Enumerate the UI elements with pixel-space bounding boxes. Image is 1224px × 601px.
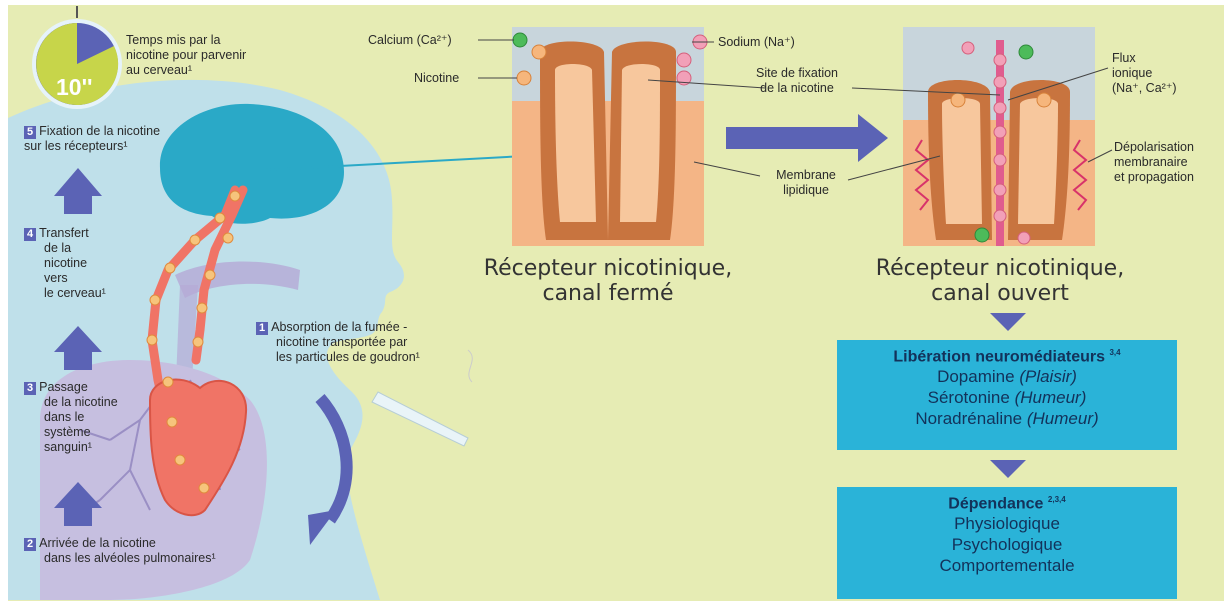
step-text: de la [24, 241, 134, 256]
step-number-badge: 2 [24, 538, 36, 551]
label-sodium: Sodium (Na⁺) [718, 35, 795, 50]
caption-line: Récepteur nicotinique, [470, 256, 746, 281]
caption-line: Récepteur nicotinique, [862, 256, 1138, 281]
dependence-type: Psychologique [837, 534, 1177, 555]
dependence-type: Physiologique [837, 513, 1177, 534]
label-line: Dépolarisation [1114, 140, 1224, 155]
step-number-badge: 4 [24, 228, 36, 241]
label-calcium: Calcium (Ca²⁺) [368, 33, 452, 48]
step-number-badge: 3 [24, 382, 36, 395]
box-title: Dépendance [948, 495, 1043, 512]
step-text: les particules de goudron¹ [256, 350, 486, 365]
caption-line: canal ouvert [862, 281, 1138, 306]
box-title-ref: 3,4 [1109, 348, 1120, 357]
label-line: Site de fixation [742, 66, 852, 81]
label-nicotine: Nicotine [414, 71, 459, 86]
step-text: dans le [24, 410, 164, 425]
step-text: Absorption de la fumée - [271, 320, 407, 334]
step-text: système [24, 425, 164, 440]
step-text: dans les alvéoles pulmonaires¹ [24, 551, 304, 566]
label-line: lipidique [766, 183, 846, 198]
label-line: Membrane [766, 168, 846, 183]
caption-closed-channel: Récepteur nicotinique, canal fermé [470, 256, 746, 306]
step-text: Arrivée de la nicotine [39, 536, 156, 550]
clock-caption-line: au cerveau¹ [126, 63, 306, 78]
step-text: de la nicotine [24, 395, 164, 410]
dependence-type: Comportementale [837, 555, 1177, 576]
receptor-closed [512, 27, 707, 246]
label-line: membranaire [1114, 155, 1224, 170]
label-depolarisation: Dépolarisation membranaire et propagatio… [1114, 140, 1224, 185]
clock-value: 10'' [56, 74, 93, 101]
label-ion-flux: Flux ionique (Na⁺, Ca²⁺) [1112, 51, 1202, 96]
dependence-box: Dépendance 2,3,4 Physiologique Psycholog… [837, 487, 1177, 599]
label-line: ionique [1112, 66, 1202, 81]
label-line: Flux [1112, 51, 1202, 66]
label-line: et propagation [1114, 170, 1224, 185]
step-text: Transfert [39, 226, 89, 240]
step-text: nicotine transportée par [256, 335, 486, 350]
neurotransmitter-name: Sérotonine [928, 388, 1010, 407]
label-line: (Na⁺, Ca²⁺) [1112, 81, 1202, 96]
neurotransmitter-name: Noradrénaline [915, 409, 1022, 428]
label-membrane: Membrane lipidique [766, 168, 846, 198]
step-number-badge: 5 [24, 126, 36, 139]
label-line: de la nicotine [742, 81, 852, 96]
step-text: Fixation de la nicotine [39, 124, 160, 138]
clock-caption-line: nicotine pour parvenir [126, 48, 306, 63]
step-text: Passage [39, 380, 88, 394]
neurotransmitter-effect: (Plaisir) [1019, 367, 1077, 386]
caption-line: canal fermé [470, 281, 746, 306]
step-text: sur les récepteurs¹ [24, 139, 224, 154]
neurotransmitter-release-box: Libération neuromédiateurs 3,4 Dopamine … [837, 340, 1177, 450]
caption-open-channel: Récepteur nicotinique, canal ouvert [862, 256, 1138, 306]
neurotransmitter-effect: (Humeur) [1015, 388, 1087, 407]
box-title: Libération neuromédiateurs [893, 348, 1105, 365]
neurotransmitter-name: Dopamine [937, 367, 1015, 386]
step-text: sanguin¹ [24, 440, 164, 455]
clock-caption-line: Temps mis par la [126, 33, 306, 48]
step-text: le cerveau¹ [24, 286, 134, 301]
step-text: nicotine [24, 256, 134, 271]
step-text: vers [24, 271, 134, 286]
clock-caption: Temps mis par la nicotine pour parvenir … [126, 33, 306, 78]
label-binding-site: Site de fixation de la nicotine [742, 66, 852, 96]
receptor-open [903, 27, 1095, 246]
step-number-badge: 1 [256, 322, 268, 335]
box-title-ref: 2,3,4 [1048, 495, 1066, 504]
neurotransmitter-effect: (Humeur) [1027, 409, 1099, 428]
